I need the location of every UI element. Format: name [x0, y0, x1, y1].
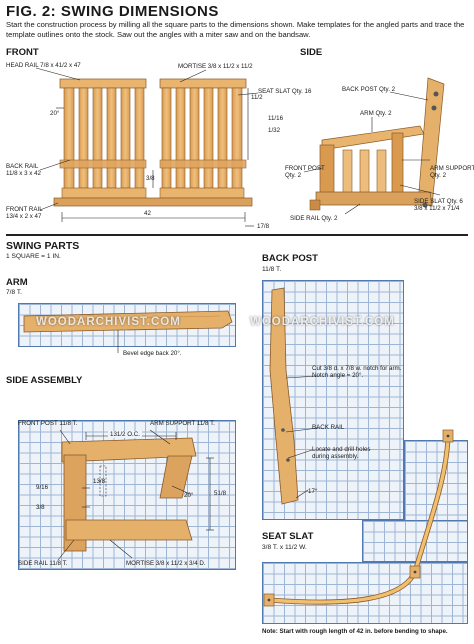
- side-assembly-oc-dim: 131/2 O.C.: [108, 431, 142, 438]
- scale-note: 1 SQUARE = 1 IN.: [6, 253, 61, 260]
- arm-thickness: 7/8 T.: [6, 289, 23, 296]
- seat-slat-grid-mid: [362, 520, 468, 562]
- side-front-post-label: FRONT POST Qty. 2: [285, 165, 325, 179]
- front-view-drawing: [35, 67, 259, 227]
- side-assembly-mortise-label: MORTISE 3/8 x 11/2 x 3/4 D.: [126, 560, 206, 567]
- back-post-thickness: 11/8 T.: [262, 266, 282, 273]
- back-post-back-rail-label: BACK RAIL: [312, 424, 345, 431]
- front-right-section: [159, 78, 247, 201]
- side-assembly-dim-5-1-8: 51/8: [214, 490, 227, 497]
- back-post-angle: 17°: [308, 488, 318, 495]
- back-rail-label: BACK RAIL 11/8 x 3 x 42: [6, 163, 41, 177]
- side-slat-label: SIDE SLAT Qty. 6 3/8 x 11/2 x 71/4: [414, 198, 463, 212]
- front-rail-label: FRONT RAIL 13/4 x 2 x 47: [6, 206, 43, 220]
- arm-bevel-note: Bevel edge back 20°.: [123, 350, 182, 357]
- side-arm-label: ARM Qty. 2: [360, 110, 392, 117]
- section-divider: [6, 234, 468, 236]
- head-rail-label: HEAD RAIL 7/8 x 41/2 x 47: [6, 62, 81, 69]
- watermark-back-post: WOODARCHIVIST.COM: [250, 316, 395, 328]
- side-assembly-side-rail-label: SIDE RAIL 11/8 T.: [18, 560, 68, 567]
- side-heading: SIDE: [300, 47, 323, 58]
- front-dim-1-32: 1/32: [268, 127, 281, 134]
- front-dim-20-deg: 20°: [50, 110, 60, 117]
- side-assembly-dim-3-8: 3/8: [36, 504, 45, 511]
- front-dim-1-1-2: 11/2: [251, 94, 263, 101]
- side-view-drawing: [303, 77, 445, 215]
- seat-slat-grid-lower: [262, 562, 468, 624]
- side-back-post-label: BACK POST Qty. 2: [342, 86, 396, 93]
- side-assembly-front-post-label: FRONT POST 11/8 T.: [18, 420, 78, 427]
- back-post-heading: BACK POST: [262, 253, 318, 264]
- back-post-locate-note: Locate and drill holes during assembly.: [312, 446, 371, 460]
- side-assembly-heading: SIDE ASSEMBLY: [6, 375, 83, 386]
- front-dim-3-8: 3/8: [146, 175, 155, 182]
- figure-title: FIG. 2: SWING DIMENSIONS: [6, 3, 219, 20]
- front-heading: FRONT: [6, 47, 39, 58]
- side-assembly-dim-1-3-8: 13/8: [93, 478, 106, 485]
- watermark-arm: WOODARCHIVIST.COM: [36, 316, 181, 328]
- swing-parts-heading: SWING PARTS: [6, 240, 80, 252]
- front-rail-shape: [53, 197, 253, 207]
- side-assembly-arm-support-label: ARM SUPPORT 11/8 T.: [150, 420, 215, 427]
- side-back-post-shape: [417, 77, 445, 207]
- front-left-section: [59, 78, 147, 201]
- side-arm-support-label: ARM SUPPORT Qty. 2: [430, 165, 474, 179]
- seat-slat-thickness: 3/8 T. x 11/2 W.: [262, 544, 307, 551]
- front-dim-42: 42: [142, 210, 153, 217]
- front-dim-11-16: 11/16: [268, 115, 284, 122]
- side-rail-label: SIDE RAIL Qty. 2: [290, 215, 338, 222]
- seat-slat-grid-upper: [404, 440, 468, 530]
- side-assembly-dim-9-16: 9/16: [36, 484, 49, 491]
- seat-slat-note: Note: Start with rough length of 42 in. …: [262, 628, 448, 635]
- seat-slat-label: SEAT SLAT Qty. 16: [258, 88, 312, 95]
- front-dim-1-7-8: 17/8: [257, 223, 270, 230]
- intro-text: Start the construction process by millin…: [6, 20, 465, 39]
- seat-slat-heading: SEAT SLAT: [262, 531, 314, 542]
- side-assembly-dim-20-deg: 20°: [184, 492, 194, 499]
- arm-heading: ARM: [6, 277, 28, 288]
- back-post-notch-note: Cut 3/8 d. x 7/8 w. notch for arm. Notch…: [312, 365, 402, 379]
- mortise-label: MORTISE 3/8 x 11/2 x 11/2: [178, 63, 253, 70]
